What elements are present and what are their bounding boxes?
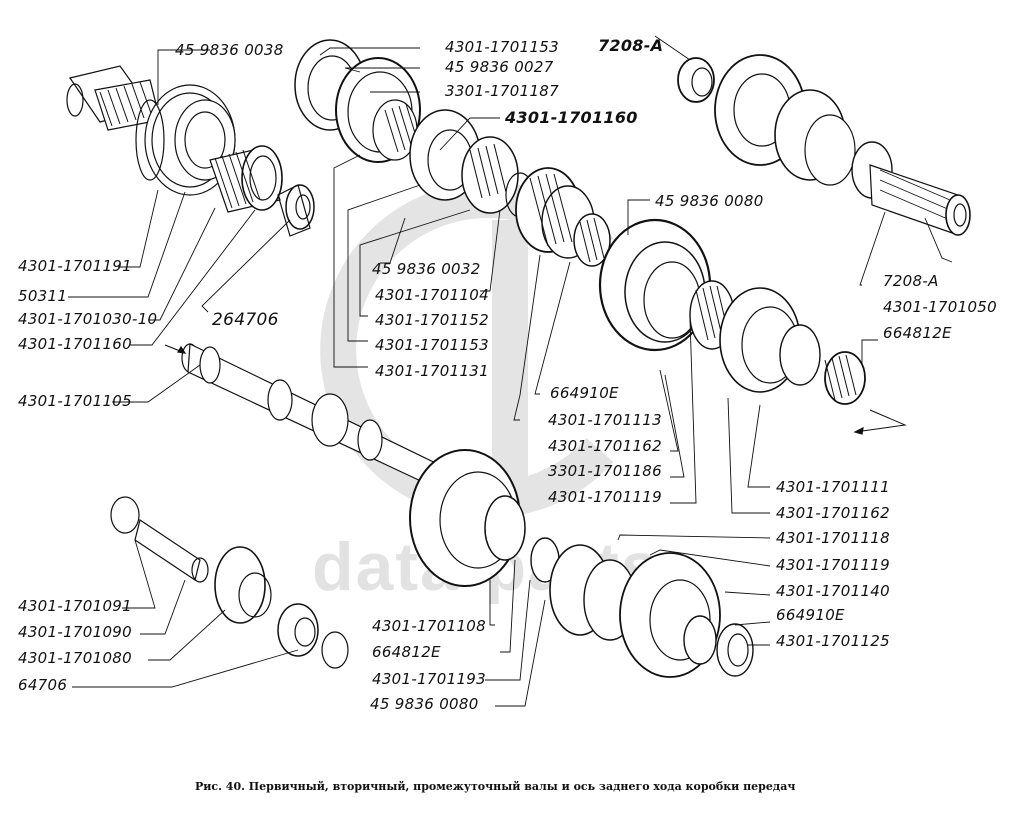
- part-label: 4301-1701160: [18, 335, 132, 353]
- part-label: 4301-1701108: [372, 617, 486, 635]
- part-label: 4301-1701160: [505, 108, 638, 127]
- part-label: 4301-1701140: [776, 582, 890, 600]
- part-label: 64706: [18, 676, 68, 694]
- part-label: 4301-1701131: [375, 362, 489, 380]
- part-label: 4301-1701111: [776, 478, 890, 496]
- countershaft-assembly: [677, 54, 971, 236]
- part-label: 264706: [212, 310, 279, 330]
- part-label: 4301-1701113: [548, 411, 662, 429]
- part-label: 4301-1701162: [548, 437, 662, 455]
- part-label: 3301-1701187: [445, 82, 559, 100]
- part-label: 4301-1701030-10: [18, 310, 158, 328]
- part-label: 4301-1701090: [18, 623, 132, 641]
- part-label: 45 9836 0080: [370, 695, 479, 713]
- part-label: 45 9836 0027: [445, 58, 554, 76]
- part-label: 4301-1701050: [883, 298, 997, 316]
- input-shaft-assembly: [66, 65, 315, 237]
- mainshaft-rear-gears: [409, 449, 754, 678]
- part-label: 50311: [18, 287, 68, 305]
- part-label: 664910E: [776, 606, 845, 624]
- part-label: 4301-1701105: [18, 392, 132, 410]
- part-label: 664910E: [550, 384, 619, 402]
- part-label: 4301-1701153: [375, 336, 489, 354]
- part-label: 4301-1701119: [548, 488, 662, 506]
- part-label: 4301-1701193: [372, 670, 486, 688]
- part-label: 4301-1701118: [776, 529, 890, 547]
- figure-caption: Рис. 40. Первичный, вторичный, промежуто…: [195, 780, 796, 793]
- part-label: 3301-1701186: [548, 462, 662, 480]
- part-label: 4301-1701104: [375, 286, 489, 304]
- part-label: 7208-A: [598, 36, 664, 55]
- part-label: 4301-1701091: [18, 597, 132, 615]
- part-label: 664812E: [372, 643, 441, 661]
- part-label: 45 9836 0038: [175, 41, 284, 59]
- part-label: 4301-1701191: [18, 257, 132, 275]
- mainshaft: [164, 343, 451, 491]
- part-label: 4301-1701152: [375, 311, 489, 329]
- leader-lines: [68, 35, 953, 707]
- part-label: 4301-1701125: [776, 632, 890, 650]
- reverse-idler-assembly: [110, 496, 349, 669]
- part-label: 4301-1701162: [776, 504, 890, 522]
- synchronizer-top-assembly: [294, 39, 535, 218]
- mainshaft-middle-gears: [515, 167, 907, 435]
- part-label: 45 9836 0080: [655, 192, 764, 210]
- part-label: 7208-A: [883, 272, 939, 290]
- part-label: 45 9836 0032: [372, 260, 481, 278]
- part-label: 4301-1701080: [18, 649, 132, 667]
- part-label: 4301-1701119: [776, 556, 890, 574]
- part-label: 664812E: [883, 324, 952, 342]
- part-label: 4301-1701153: [445, 38, 559, 56]
